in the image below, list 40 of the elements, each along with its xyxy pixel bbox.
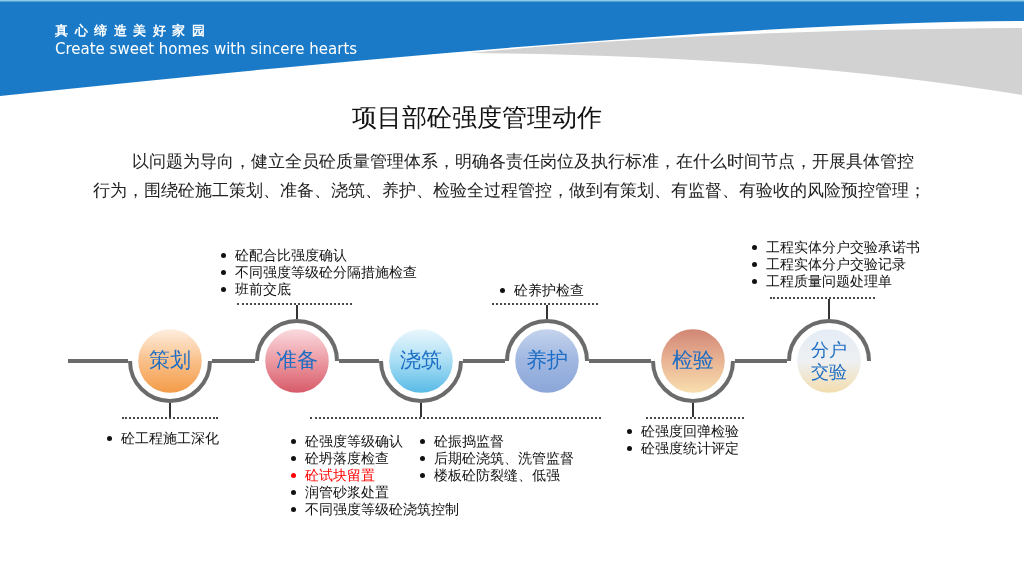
leader-line <box>828 298 830 320</box>
timeline-line <box>68 359 128 363</box>
bullet-item: 工程实体分户交验承诺书 <box>750 238 920 256</box>
leader-line <box>692 402 694 418</box>
leader-line <box>546 304 548 320</box>
bullet-item: 砼振捣监督 <box>418 432 504 450</box>
bullet-item: 砼配合比强度确认 <box>219 246 347 264</box>
bullet-item: 工程质量问题处理单 <box>750 272 892 290</box>
page-title: 项目部砼强度管理动作 <box>352 103 602 133</box>
bullet-item: 砼强度统计评定 <box>625 439 739 457</box>
leader-line <box>169 402 171 418</box>
bullet-item: 砼强度回弹检验 <box>625 422 739 440</box>
bullet-item: 砼工程施工深化 <box>105 429 219 447</box>
step-label: 养护 <box>525 348 569 374</box>
bullet-item: 不同强度等级砼分隔措施检查 <box>219 263 417 281</box>
bullet-item: 楼板砼防裂缝、低强 <box>418 466 560 484</box>
timeline-line <box>339 359 379 363</box>
step-label: 策划 <box>148 348 192 374</box>
leader-line <box>296 304 298 320</box>
step-label: 分户交验 <box>810 339 848 383</box>
bullet-item: 砼坍落度检查 <box>289 449 389 467</box>
step-label: 检验 <box>671 348 715 374</box>
timeline-line <box>735 359 787 363</box>
step-label: 浇筑 <box>399 348 443 374</box>
bullet-item: 润管砂浆处置 <box>289 483 389 501</box>
bullet-item: 工程实体分户交验记录 <box>750 255 906 273</box>
bullet-item: 班前交底 <box>219 280 291 298</box>
tagline-text: Create sweet homes with sincere hearts <box>55 40 358 58</box>
bullet-item: 砼养护检查 <box>498 281 584 299</box>
slogan-text: 真心缔造美好家园 <box>55 22 211 40</box>
step-label: 准备 <box>275 348 319 374</box>
bullet-item: 砼试块留置 <box>289 466 375 484</box>
bullet-item: 砼强度等级确认 <box>289 432 403 450</box>
timeline-line <box>212 359 255 363</box>
bullet-item: 不同强度等级砼浇筑控制 <box>289 500 459 518</box>
intro-paragraph: 以问题为导向，健立全员砼质量管理体系，明确各责任岗位及执行标准，在什么时间节点，开展具体管控行为，围绕砼施工策划、准备、浇筑、养护、检验全过程管控，做到有策划、有监督、有验收的风险预控管理； <box>93 150 927 202</box>
timeline-line <box>589 359 651 363</box>
bullet-item: 后期砼浇筑、洗管监督 <box>418 449 574 467</box>
timeline-line <box>463 359 505 363</box>
leader-line <box>420 402 422 418</box>
